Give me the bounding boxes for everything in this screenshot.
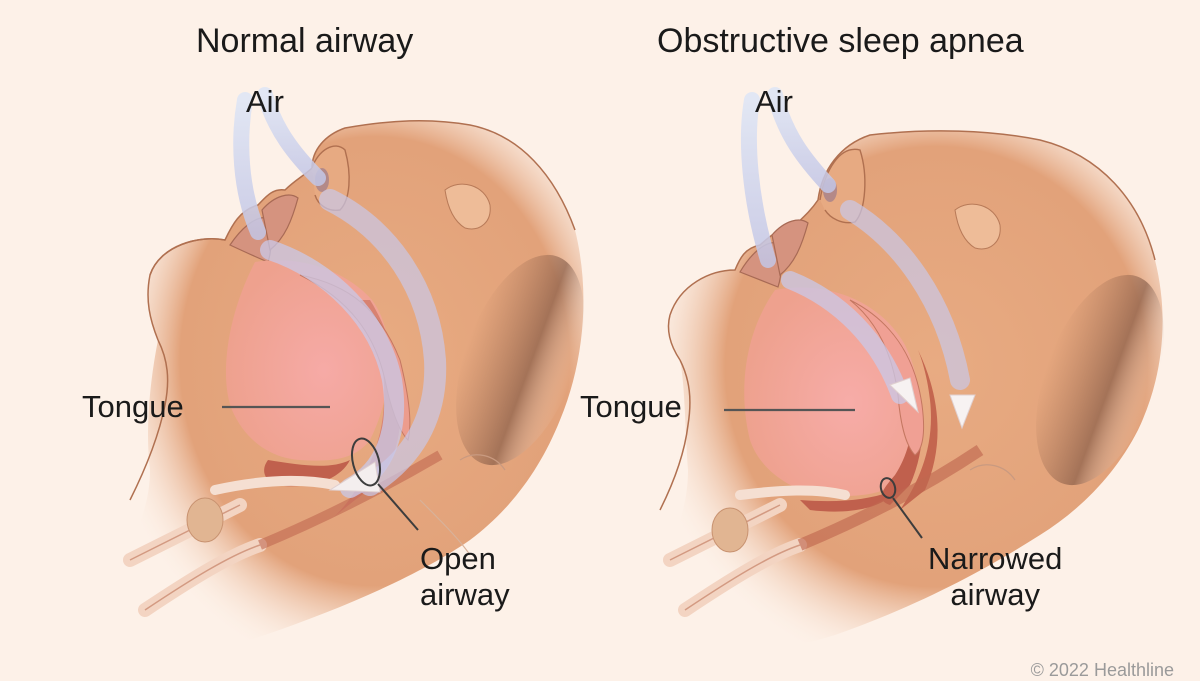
narrowed-airway-leader-line xyxy=(892,497,923,539)
panel-title-normal: Normal airway xyxy=(196,22,414,60)
copyright-notice: © 2022 Healthline xyxy=(1030,660,1174,680)
label-open-airway-line2: airway xyxy=(420,577,510,612)
label-narrowed-airway-line1: Narrowed xyxy=(928,541,1063,576)
label-narrowed-airway-line2: airway xyxy=(950,577,1040,612)
narrowed-airway-marker xyxy=(879,477,897,499)
osa-airway-illustration xyxy=(659,87,1164,656)
label-tongue-normal: Tongue xyxy=(82,389,184,424)
label-narrowed-airway: Narrowed airway xyxy=(928,541,1062,613)
ear xyxy=(444,183,491,230)
air-flow-nose xyxy=(257,87,326,186)
label-open-airway-line1: Open xyxy=(420,541,496,576)
airflow-arrowhead-oral xyxy=(889,377,919,414)
air-flow-oral-path xyxy=(260,240,405,498)
panel-title-osa: Obstructive sleep apnea xyxy=(657,22,1024,60)
airflow-arrowhead-nasal xyxy=(949,394,976,430)
label-open-airway: Open airway xyxy=(420,541,510,613)
normal-airway-illustration xyxy=(120,87,584,656)
label-air-normal: Air xyxy=(246,84,284,119)
panel-obstructive-sleep-apnea: Obstructive sleep apnea Air Tongue Narro… xyxy=(580,0,1200,675)
air-flow-mouth xyxy=(233,92,266,240)
label-air-osa: Air xyxy=(755,84,793,119)
panel-normal-airway: Normal airway Air Tongue Open airway xyxy=(0,0,600,675)
open-airway-marker xyxy=(350,437,382,487)
open-airway-leader-line xyxy=(377,483,419,531)
label-tongue-osa: Tongue xyxy=(580,389,682,424)
